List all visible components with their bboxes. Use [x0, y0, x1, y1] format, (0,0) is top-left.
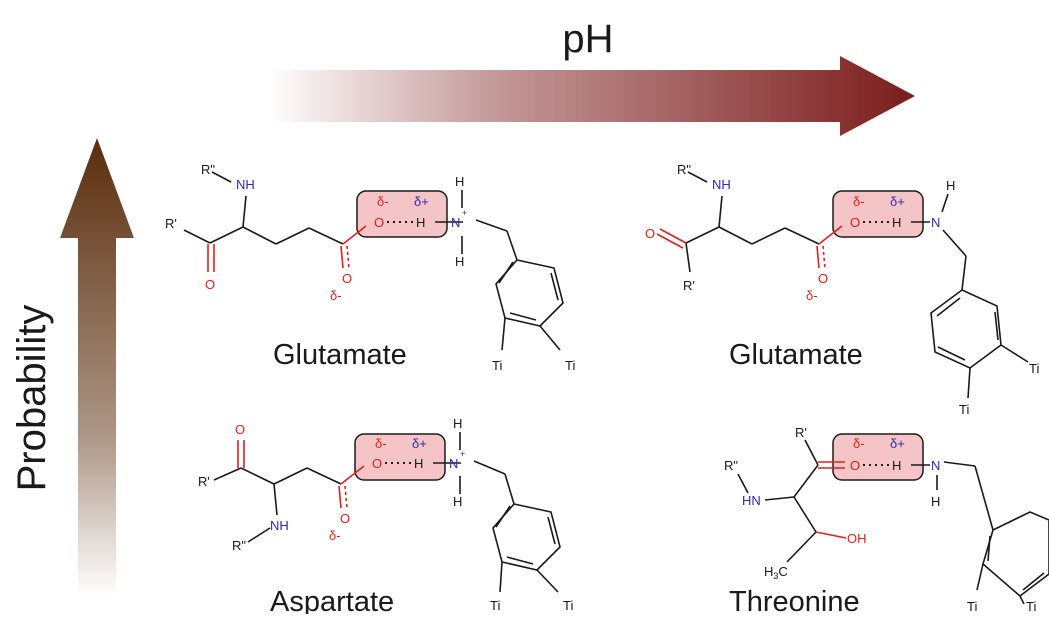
atom-n-plus: N — [449, 456, 458, 471]
delta-minus-label: δ- — [377, 194, 389, 209]
atom-ti: Ti — [1026, 599, 1036, 614]
molecule-glutamate-neutral: R" NH O R' O O δ- δ- δ+ H H N Ti Ti Glut… — [645, 162, 1039, 417]
atom-h: H — [455, 174, 464, 189]
hbond-highlight — [356, 190, 448, 238]
atom-o-carboxyl: O — [340, 511, 350, 526]
atom-ti: Ti — [565, 358, 575, 373]
delta-minus-label: δ- — [375, 436, 387, 451]
delta-minus-label: δ- — [330, 288, 342, 303]
atom-r1: R' — [165, 216, 177, 231]
atom-o: O — [205, 277, 215, 292]
hbond-highlight — [354, 433, 446, 481]
atom-o-hbond: O — [850, 458, 860, 473]
atom-oh: OH — [847, 531, 867, 546]
atom-h: H — [416, 215, 425, 230]
atom-h: H — [892, 458, 901, 473]
atom-r2: R" — [201, 162, 215, 177]
molecule-name: Threonine — [729, 586, 860, 614]
molecule-glutamate-protonated: R" NH R' O O O δ- δ- δ+ H H H N + Ti Ti … — [165, 162, 575, 373]
molecule-aspartate-protonated: O R' NH R" O O δ- δ- δ+ H H H N + Ti Ti … — [198, 416, 573, 618]
atom-h: H — [453, 494, 462, 509]
delta-minus-label: δ- — [329, 528, 341, 543]
delta-minus-label: δ- — [806, 288, 818, 303]
charge-plus: + — [462, 208, 467, 218]
atom-ti: Ti — [967, 599, 977, 614]
atom-n-plus: N — [451, 215, 460, 230]
atom-ti: Ti — [492, 358, 502, 373]
atom-r1: R' — [198, 474, 210, 489]
atom-r1: R' — [683, 278, 695, 293]
atom-nh: NH — [236, 177, 255, 192]
atom-o-hbond: O — [850, 215, 860, 230]
atom-n: N — [931, 458, 940, 473]
atom-o-hbond: O — [374, 215, 384, 230]
atom-h3c: H3C — [764, 564, 788, 581]
atom-h: H — [455, 254, 464, 269]
atom-ti: Ti — [1029, 361, 1039, 376]
atom-r1: R' — [795, 425, 807, 440]
molecule-threonine: R' R" HN OH H3C O δ- δ+ H N H Ti Ti Thre… — [724, 425, 1049, 618]
delta-plus-label: δ+ — [890, 194, 905, 209]
ph-label: pH — [562, 17, 613, 61]
molecule-name: Glutamate — [729, 339, 863, 371]
atom-hn: HN — [742, 493, 761, 508]
atom-o: O — [235, 422, 245, 437]
atom-ti: Ti — [490, 598, 500, 613]
molecule-name: Glutamate — [273, 339, 407, 371]
probability-label: Probability — [10, 305, 54, 492]
atom-ti: Ti — [959, 402, 969, 417]
delta-plus-label: δ+ — [414, 194, 429, 209]
atom-h: H — [414, 456, 423, 471]
probability-arrow — [60, 138, 134, 596]
molecule-name: Aspartate — [270, 586, 394, 614]
atom-r2: R" — [232, 538, 246, 553]
atom-h: H — [931, 494, 940, 509]
atom-h: H — [453, 416, 462, 431]
delta-minus-label: δ- — [853, 194, 865, 209]
atom-o-carboxyl: O — [342, 271, 352, 286]
atom-ti: Ti — [563, 598, 573, 613]
atom-h: H — [892, 215, 901, 230]
charge-plus: + — [460, 449, 465, 459]
atom-nh: NH — [270, 518, 289, 533]
atom-h: H — [946, 178, 955, 193]
atom-r2: R" — [677, 162, 691, 177]
atom-nh: NH — [712, 177, 731, 192]
atom-r2: R" — [724, 458, 738, 473]
hbond-highlight — [832, 190, 924, 238]
delta-plus-label: δ+ — [890, 436, 905, 451]
atom-o-carboxyl: O — [818, 271, 828, 286]
atom-o: O — [645, 226, 655, 241]
delta-minus-label: δ- — [853, 436, 865, 451]
ph-arrow — [268, 56, 915, 136]
atom-o-hbond: O — [372, 456, 382, 471]
delta-plus-label: δ+ — [412, 436, 427, 451]
hbond-highlight — [832, 433, 924, 481]
atom-n: N — [931, 215, 940, 230]
